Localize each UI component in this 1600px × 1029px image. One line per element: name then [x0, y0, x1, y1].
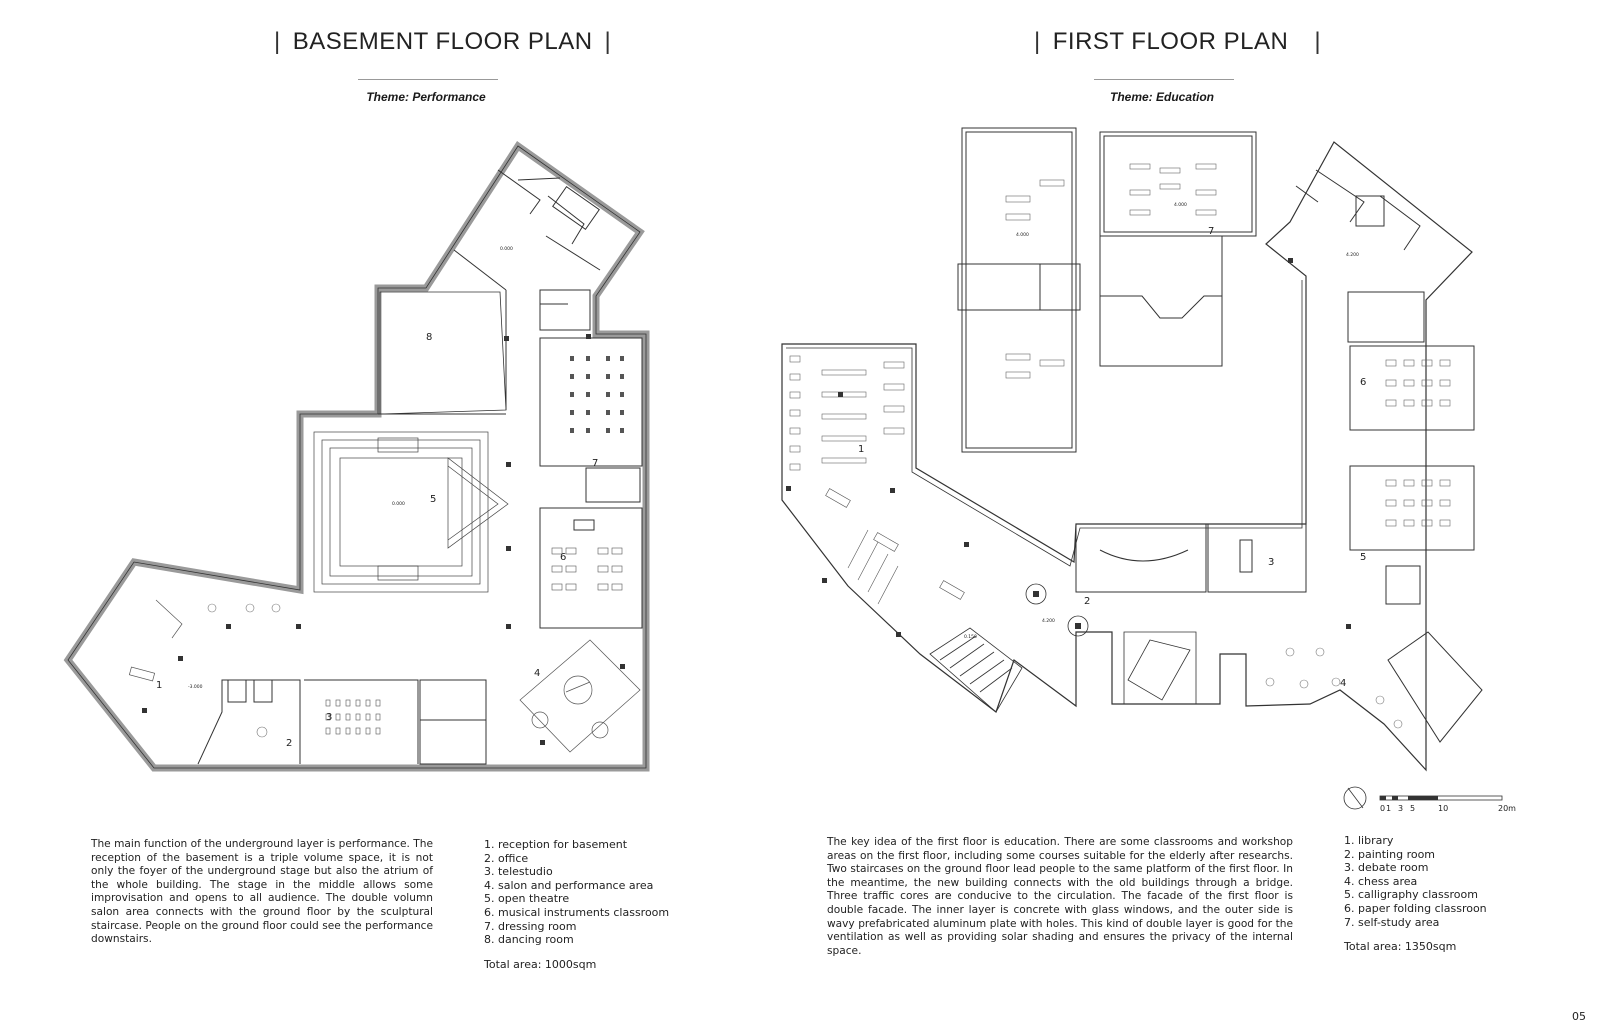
basement-tables — [207, 603, 281, 738]
first-floor-self-study — [1099, 131, 1257, 367]
basement-room-label: 8 — [426, 332, 432, 343]
title-divider: | — [274, 28, 281, 55]
first-floor-legend-item: 5. calligraphy classroom — [1344, 888, 1478, 902]
first-floor-title-text: FIRST FLOOR PLAN — [1052, 28, 1289, 55]
basement-legend-item: 5. open theatre — [484, 892, 570, 906]
basement-room-6 — [539, 507, 643, 629]
basement-room-label: 7 — [592, 458, 598, 469]
basement-theatre — [313, 431, 509, 593]
basement-columns — [142, 334, 625, 745]
first-floor-legend-item: 2. painting room — [1344, 847, 1436, 861]
page-number: 05 — [1572, 1010, 1586, 1023]
first-floor-legend-item: 1. library — [1344, 834, 1394, 847]
basement-title-rule — [358, 79, 498, 80]
first-floor-level-marker: 4.200 — [1346, 252, 1359, 258]
first-floor-plan: 1 2 3 4 5 6 7 4.000 4.000 4.200 4.200 0.… — [781, 127, 1483, 772]
basement-room-label: 3 — [326, 712, 332, 723]
first-floor-library-shelves — [789, 355, 905, 471]
first-floor-level-marker: 4.200 — [1042, 618, 1055, 624]
scale-label: 5 — [1410, 804, 1415, 813]
first-floor-debate-room — [1075, 523, 1307, 593]
first-floor-legend-item: 6. paper folding classroon — [1344, 901, 1487, 915]
basement-title: | BASEMENT FLOOR PLAN | — [262, 28, 623, 56]
first-floor-self-study-desks — [1129, 163, 1217, 216]
basement-room-label: 6 — [560, 552, 566, 563]
scale-bar: 0 1 3 5 10 20m — [1379, 795, 1516, 813]
title-divider: | — [1034, 28, 1041, 55]
first-floor-chess-room — [1387, 631, 1483, 743]
basement-level-marker: 0.000 — [500, 246, 513, 252]
first-floor-description: The key idea of the first floor is educa… — [827, 836, 1293, 957]
basement-level-marker: -3.000 — [188, 684, 203, 690]
first-floor-level-marker: 4.000 — [1016, 232, 1029, 238]
first-floor-room-label: 4 — [1340, 678, 1346, 689]
basement-core-top — [453, 169, 601, 410]
basement-classroom-upper — [539, 337, 643, 503]
scale-label: 1 — [1386, 804, 1391, 813]
north-arrow — [1343, 786, 1367, 810]
basement-total-area: Total area: 1000sqm — [484, 958, 597, 971]
basement-room-label: 4 — [534, 668, 540, 679]
basement-level-marker: 0.000 — [392, 501, 405, 507]
first-floor-painting-room — [825, 488, 965, 605]
basement-room-label: 1 — [156, 680, 162, 691]
scale-label: 20m — [1498, 804, 1516, 813]
scale-label: 0 — [1380, 804, 1385, 813]
first-floor-title: | FIRST FLOOR PLAN | — [1022, 28, 1333, 56]
title-divider: | — [1314, 28, 1322, 55]
first-floor-legend-item: 4. chess area — [1344, 874, 1418, 888]
basement-outer-wall — [63, 141, 650, 772]
first-floor-classroom-desks — [1385, 359, 1451, 527]
first-floor-stairs-lower — [929, 627, 1197, 713]
first-floor-room-label: 5 — [1360, 552, 1366, 563]
first-floor-core-top — [1295, 169, 1421, 251]
first-floor-legend-item: 3. debate room — [1344, 861, 1429, 875]
basement-room-label: 5 — [430, 494, 436, 505]
basement-legend-item: 1. reception for basement — [484, 838, 628, 851]
basement-salon — [519, 639, 641, 753]
basement-telestudio-seats — [325, 699, 381, 735]
first-floor-total-area: Total area: 1350sqm — [1344, 940, 1457, 953]
first-floor-classrooms-right — [1347, 291, 1475, 605]
first-floor-old-building — [957, 127, 1081, 453]
basement-legend-item: 4. salon and performance area — [484, 878, 654, 892]
basement-theme: Theme: Performance — [366, 90, 486, 104]
first-floor-theme: Theme: Education — [1109, 90, 1214, 104]
first-floor-title-rule — [1094, 79, 1234, 80]
first-floor-chess-tables — [1265, 647, 1403, 729]
basement-legend-item: 8. dancing room — [484, 933, 574, 947]
first-floor-level-marker: 0.150 — [964, 634, 977, 640]
basement-legend-item: 7. dressing room — [484, 919, 577, 933]
first-floor-room-label: 7 — [1208, 226, 1214, 237]
title-divider: | — [604, 28, 612, 55]
basement-bottom-rooms — [197, 679, 487, 765]
first-floor-columns — [786, 258, 1351, 637]
basement-room-6-furniture — [551, 547, 623, 591]
first-floor-room-label: 1 — [858, 444, 864, 455]
basement-legend-item: 6. musical instruments classroom — [484, 905, 670, 919]
basement-title-text: BASEMENT FLOOR PLAN — [292, 28, 593, 55]
basement-legend-item: 3. telestudio — [484, 865, 553, 879]
basement-legend-item: 2. office — [484, 851, 529, 865]
first-floor-level-marker: 4.000 — [1174, 202, 1187, 208]
first-floor-round-columns — [1025, 583, 1089, 637]
first-floor-legend-item: 7. self-study area — [1344, 915, 1440, 929]
basement-description: The main function of the underground lay… — [91, 838, 433, 946]
first-floor-room-label: 2 — [1084, 596, 1090, 607]
first-floor-old-building-desks — [1005, 179, 1065, 379]
scale-label: 10 — [1438, 804, 1448, 813]
first-floor-room-label: 3 — [1268, 557, 1274, 568]
basement-plan: 8 5 6 7 4 3 2 1 -3.000 0.000 0.000 — [63, 141, 650, 772]
first-floor-room-label: 6 — [1360, 377, 1366, 388]
scale-label: 3 — [1398, 804, 1403, 813]
basement-desks-upper — [570, 356, 624, 433]
basement-legend: 1. reception for basement 2. office 3. t… — [484, 838, 669, 947]
basement-room-label: 2 — [286, 738, 292, 749]
basement-room-8 — [379, 291, 507, 415]
first-floor-legend: 1. library 2. painting room 3. debate ro… — [1344, 834, 1487, 929]
basement-reception — [128, 599, 183, 682]
